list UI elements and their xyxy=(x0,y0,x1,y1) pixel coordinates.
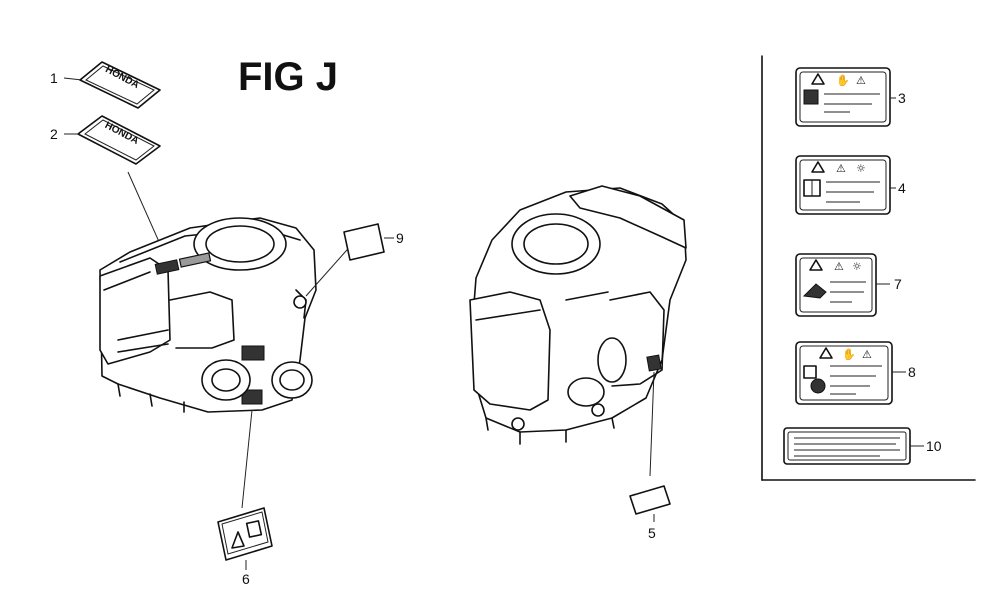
part-2-honda-decal[interactable]: HONDA 2 xyxy=(50,115,161,165)
callout-4: 4 xyxy=(898,180,906,196)
part-6-warning-decal[interactable]: 6 xyxy=(217,507,273,587)
callout-1: 1 xyxy=(50,70,58,86)
engine-left-top-label xyxy=(154,259,180,275)
warning-triangle-icon xyxy=(811,73,825,85)
leader-5 xyxy=(649,371,655,477)
svg-text:⚠: ⚠ xyxy=(862,348,872,361)
decal-inset-panel xyxy=(761,55,976,481)
part-4-warning-decal[interactable]: ⚠ ☼ 4 xyxy=(795,155,906,215)
svg-text:⚠: ⚠ xyxy=(836,162,846,175)
book-manual-icon xyxy=(245,520,263,538)
callout-6: 6 xyxy=(242,571,250,587)
hand-hazard-icon xyxy=(810,378,826,394)
figure-title: FIG J xyxy=(238,55,338,99)
callout-2: 2 xyxy=(50,126,58,142)
engine-left-side-label-lower xyxy=(241,389,263,405)
part-7-warning-decal[interactable]: ⚠ ☼ 7 xyxy=(795,253,902,317)
part-9-label[interactable]: 9 xyxy=(343,223,404,261)
part-1-honda-decal[interactable]: HONDA 1 xyxy=(50,61,161,109)
leader-9 xyxy=(305,241,355,297)
leader-6 xyxy=(241,409,253,509)
callout-10: 10 xyxy=(926,438,942,454)
svg-text:☼: ☼ xyxy=(856,162,866,175)
warning-triangle-icon xyxy=(809,259,823,271)
callout-8: 8 xyxy=(908,364,916,380)
hand-hazard-icon xyxy=(802,283,827,299)
warning-triangle-icon xyxy=(819,347,833,359)
svg-text:✋: ✋ xyxy=(836,74,850,87)
engine-right-side-label xyxy=(646,354,662,372)
hand-hazard-icon xyxy=(803,89,819,105)
warning-triangle-icon xyxy=(811,161,825,173)
part-5-label[interactable]: 5 xyxy=(629,485,671,541)
svg-text:⚠: ⚠ xyxy=(834,260,844,273)
callout-5: 5 xyxy=(648,525,656,541)
engine-left xyxy=(99,217,317,413)
part-3-warning-decal[interactable]: ✋ ⚠ 3 xyxy=(795,67,906,127)
callout-3: 3 xyxy=(898,90,906,106)
callout-7: 7 xyxy=(894,276,902,292)
engine-left-side-label-upper xyxy=(241,345,265,361)
book-manual-icon xyxy=(803,365,817,379)
callout-9: 9 xyxy=(396,230,404,246)
warning-triangle-icon xyxy=(231,531,245,549)
svg-text:⚠: ⚠ xyxy=(856,74,866,87)
engine-right xyxy=(469,185,687,445)
part-8-warning-decal[interactable]: ✋ ⚠ 8 xyxy=(795,341,916,405)
svg-text:✋: ✋ xyxy=(842,348,856,361)
part-10-info-decal[interactable]: 10 xyxy=(783,427,942,465)
svg-text:☼: ☼ xyxy=(852,260,862,273)
